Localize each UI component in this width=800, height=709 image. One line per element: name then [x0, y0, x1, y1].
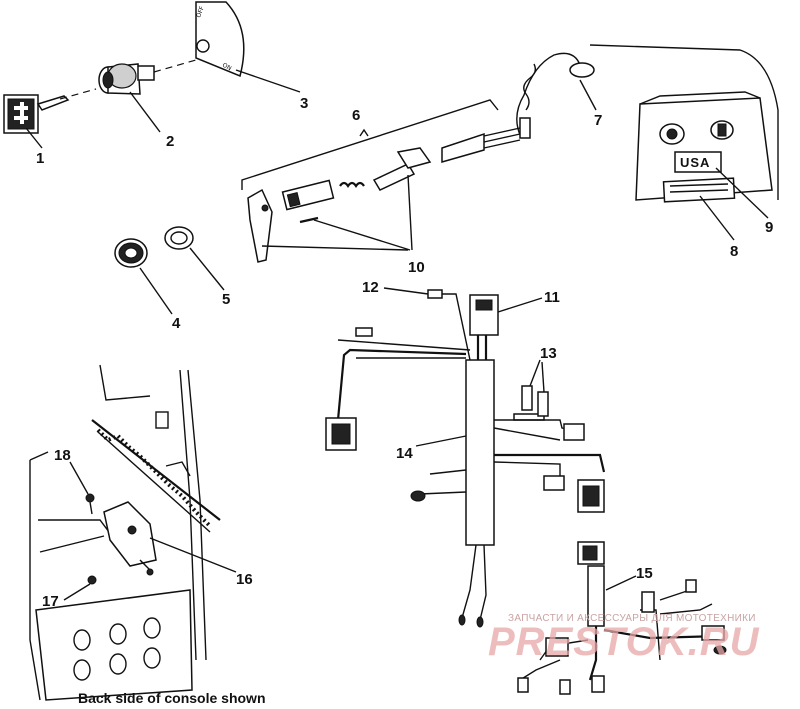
nut-part [114, 238, 148, 268]
callout-labels: 1 2 3 4 5 6 7 8 9 10 11 12 13 14 15 16 1… [36, 95, 773, 610]
plate-off-text: OFF [195, 5, 206, 19]
callout-3: 3 [300, 95, 308, 112]
callout-17: 17 [42, 593, 59, 610]
callout-8: 8 [730, 243, 738, 260]
callout-16: 16 [236, 571, 253, 588]
callout-9: 9 [765, 219, 773, 236]
callout-6: 6 [352, 107, 360, 124]
secondary-wire-harness [517, 541, 727, 695]
leader-lines [25, 69, 769, 601]
callout-11: 11 [544, 289, 560, 306]
callout-2: 2 [166, 133, 174, 150]
console-panel: USA [635, 91, 773, 203]
callout-7: 7 [594, 112, 602, 129]
watermark-tagline: ЗАПЧАСТИ И АКСЕССУАРЫ ДЛЯ МОТОТЕХНИКИ [508, 613, 756, 624]
key-part [3, 88, 97, 134]
part10-pins [261, 174, 413, 251]
callout-18: 18 [54, 447, 71, 464]
plate-on-text: ON [221, 62, 232, 73]
callout-1: 1 [36, 150, 44, 167]
console-mount-detail [29, 364, 221, 701]
figure-caption: Back side of console shown [78, 690, 266, 706]
callout-4: 4 [172, 315, 181, 332]
main-wire-harness [325, 289, 606, 628]
watermark-logo: PRESTOK.RU [488, 620, 760, 664]
callout-14: 14 [396, 445, 413, 462]
callout-12: 12 [362, 279, 379, 296]
console-usa-badge: USA [680, 155, 710, 170]
switch-plate-part: OFF ON [195, 1, 245, 78]
callout-13: 13 [540, 345, 557, 362]
tether-cord-part [516, 44, 779, 200]
callout-5: 5 [222, 291, 230, 308]
callout-10: 10 [408, 259, 425, 276]
throttle-switch-assembly [247, 127, 521, 263]
washer-part [164, 226, 194, 250]
part6-bracket [241, 99, 499, 190]
ignition-switch-part [98, 59, 197, 95]
callout-15: 15 [636, 565, 653, 582]
